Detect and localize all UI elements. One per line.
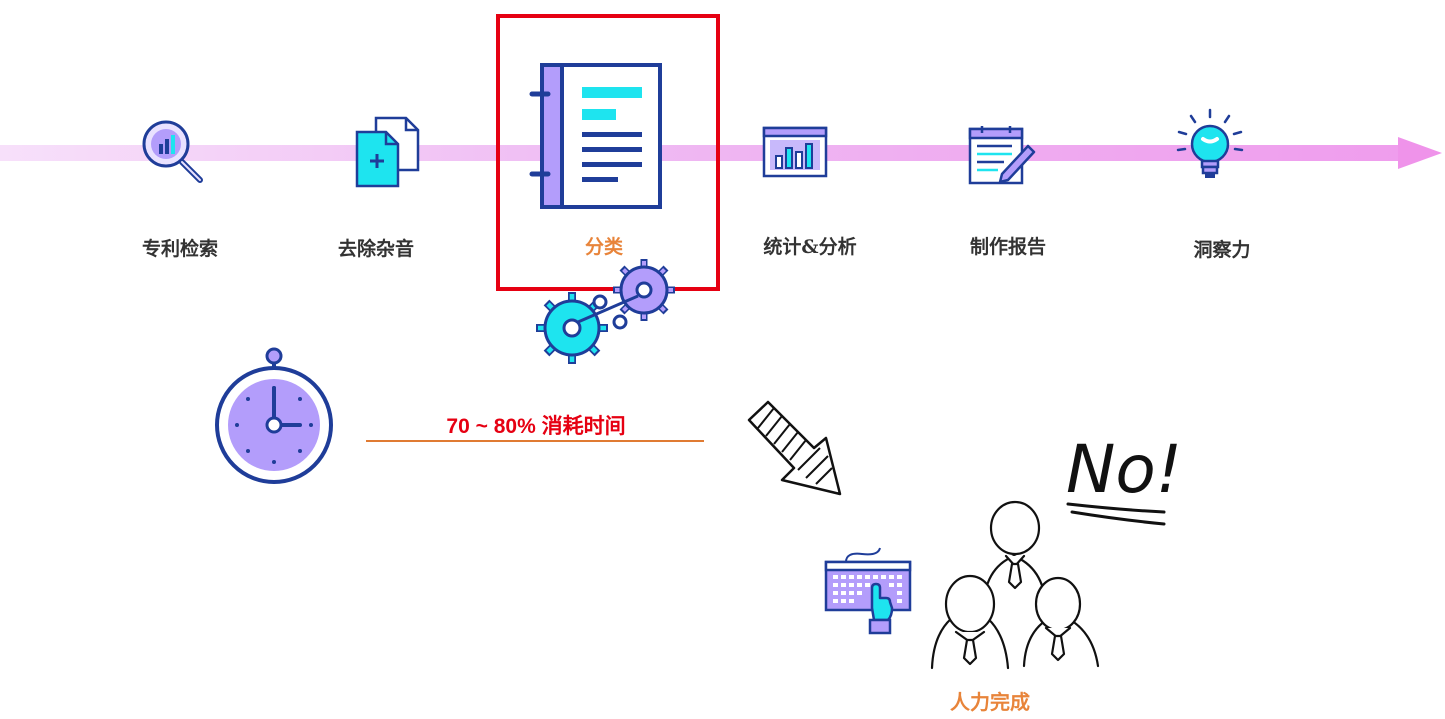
highlight-box xyxy=(496,14,720,291)
documents-add-icon xyxy=(355,116,420,188)
gears-icon xyxy=(536,259,675,364)
step-label-statistics-analysis: 统计&分析 xyxy=(763,236,857,258)
no-exclamation-sketch: No! xyxy=(1066,431,1182,526)
people-sketch-icon xyxy=(930,500,1100,670)
keyboard-pointer-icon xyxy=(824,547,912,635)
no-exclamation-text: No! xyxy=(1066,431,1182,508)
timeline-arrowhead xyxy=(1398,137,1442,169)
step-label-classification: 分类 xyxy=(584,236,623,258)
time-consumption-label: 70 ~ 80% 消耗时间 xyxy=(446,415,626,438)
notebook-icon xyxy=(529,63,662,209)
timeline-bar xyxy=(0,145,1400,161)
bar-chart-board-icon xyxy=(762,126,828,178)
step-label-patent-search: 专利检索 xyxy=(141,238,218,260)
stopwatch-icon xyxy=(215,347,333,484)
step-label-insight: 洞察力 xyxy=(1193,239,1251,261)
step-label-make-report: 制作报告 xyxy=(969,236,1046,258)
magnifier-chart-icon xyxy=(142,120,203,183)
manual-work-label: 人力完成 xyxy=(950,690,1030,714)
report-pen-icon xyxy=(968,126,1036,185)
time-underline xyxy=(366,440,704,442)
step-label-remove-noise: 去除杂音 xyxy=(337,238,414,260)
lightbulb-icon xyxy=(1176,108,1244,178)
sketch-arrow-icon xyxy=(747,400,842,496)
